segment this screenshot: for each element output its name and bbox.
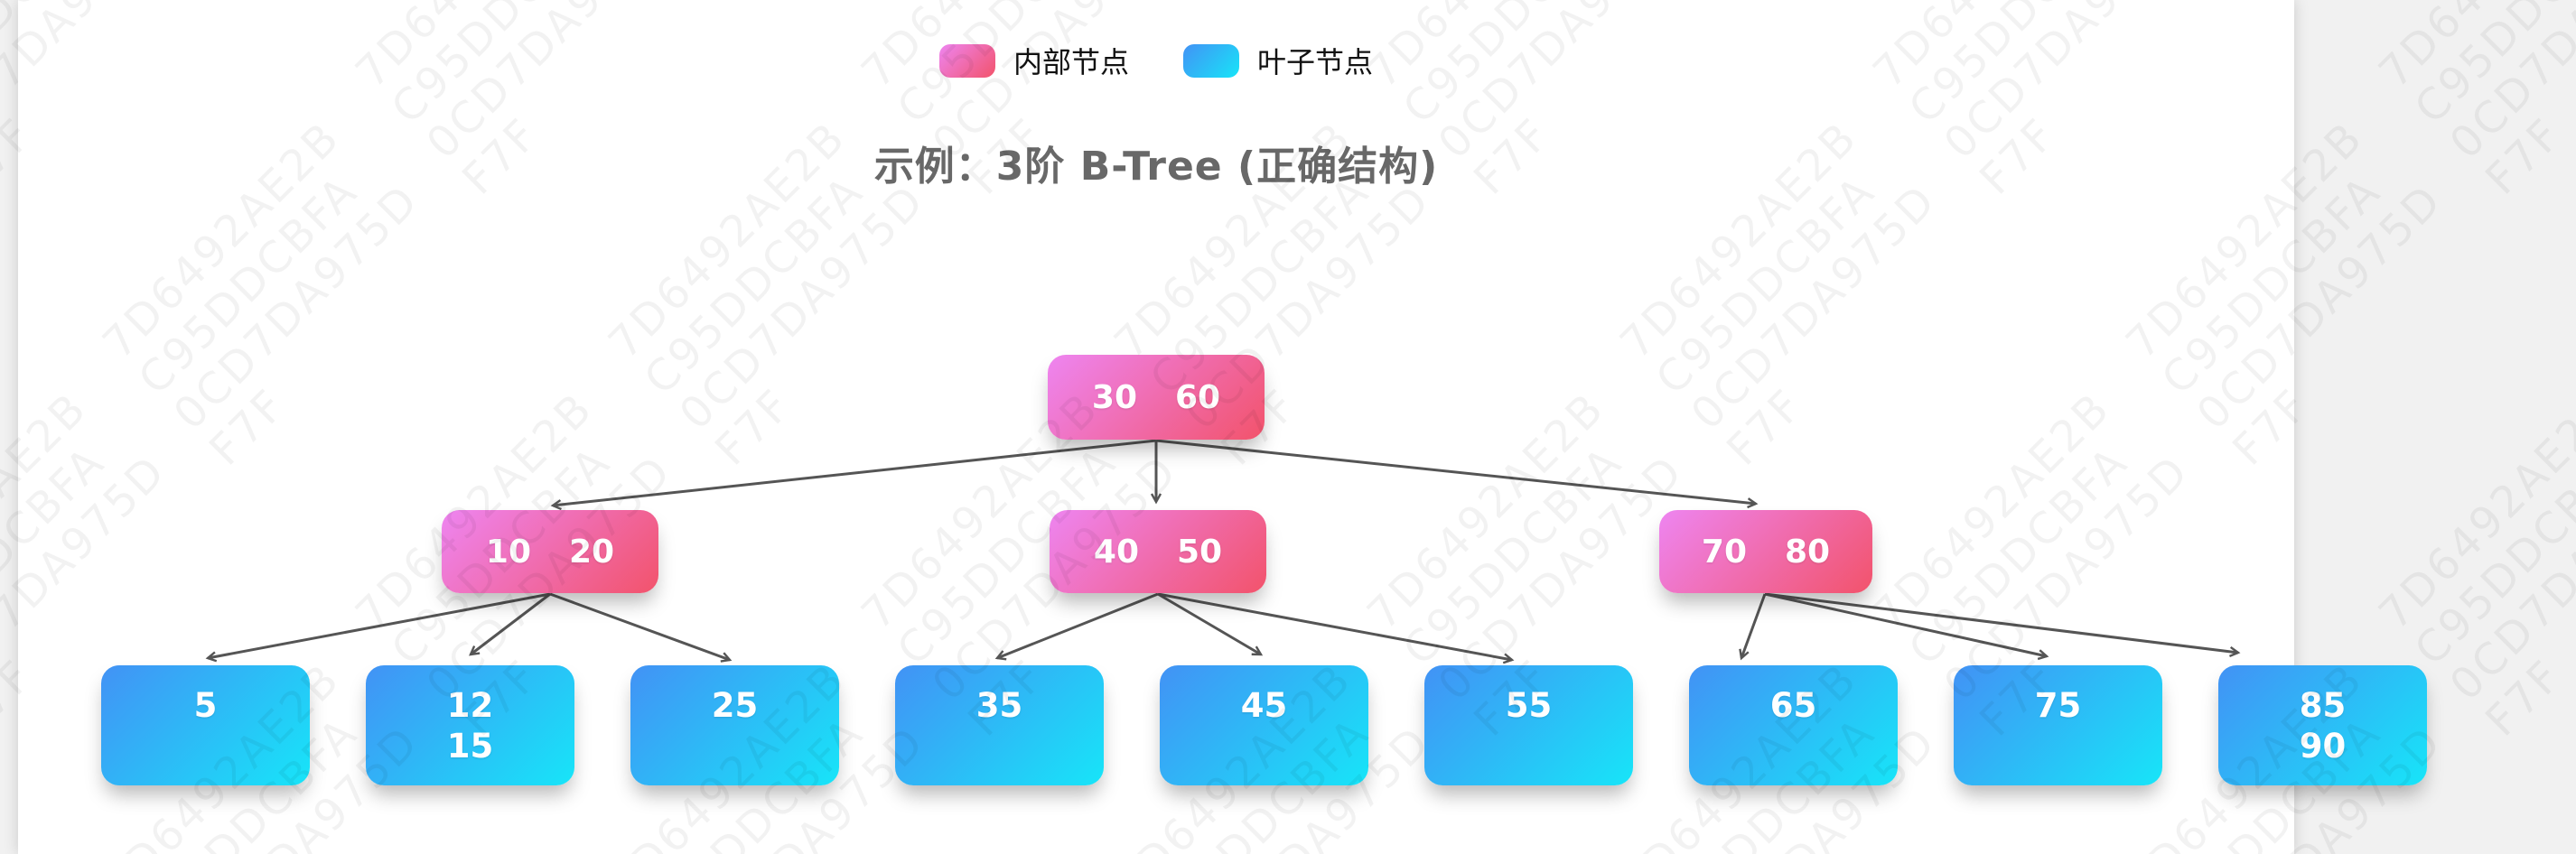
tree-node-35: 35 (895, 665, 1104, 785)
node-key: 60 (1175, 378, 1221, 416)
node-key: 45 (1240, 686, 1288, 725)
tree-node-45: 45 (1160, 665, 1368, 785)
tree-node-65: 65 (1689, 665, 1898, 785)
tree-node-75: 75 (1954, 665, 2162, 785)
node-key: 50 (1177, 533, 1223, 571)
tree-node-55: 55 (1424, 665, 1633, 785)
tree-node-5: 5 (101, 665, 310, 785)
node-key: 15 (446, 727, 494, 766)
node-key: 20 (569, 533, 615, 571)
node-key: 5 (193, 686, 218, 725)
node-key: 12 (446, 686, 494, 725)
node-key: 10 (485, 533, 531, 571)
node-key: 40 (1093, 533, 1139, 571)
watermark-text: 7D6492AE2B C95DDCBFA 0CD7DA975D F7F (2369, 0, 2576, 205)
tree-node-40-50: 40 50 (1050, 510, 1266, 593)
leaf-node-swatch (1183, 43, 1239, 78)
legend-label-leaf: 叶子节点 (1257, 45, 1374, 79)
node-key: 55 (1505, 686, 1553, 725)
node-key: 70 (1701, 533, 1747, 571)
node-key: 65 (1769, 686, 1817, 725)
node-key: 85 (2299, 686, 2347, 725)
tree-node-30-60: 30 60 (1048, 355, 1265, 440)
node-key: 80 (1785, 533, 1831, 571)
node-key: 25 (711, 686, 759, 725)
tree-node-10-20: 10 20 (442, 510, 658, 593)
legend-item-internal: 内部节点 (938, 40, 1129, 81)
node-key: 30 (1091, 378, 1137, 416)
legend-label-internal: 内部节点 (1013, 45, 1129, 79)
legend-item-leaf: 叶子节点 (1183, 40, 1373, 81)
page-title: 示例：3阶 B-Tree (正确结构) (873, 144, 1439, 190)
node-key: 90 (2299, 727, 2347, 766)
node-key: 75 (2034, 686, 2082, 725)
tree-node-25: 25 (630, 665, 839, 785)
legend: 内部节点 叶子节点 (18, 40, 2294, 81)
node-key: 35 (975, 686, 1023, 725)
tree-node-70-80: 70 80 (1659, 510, 1872, 593)
internal-node-swatch (938, 43, 995, 78)
